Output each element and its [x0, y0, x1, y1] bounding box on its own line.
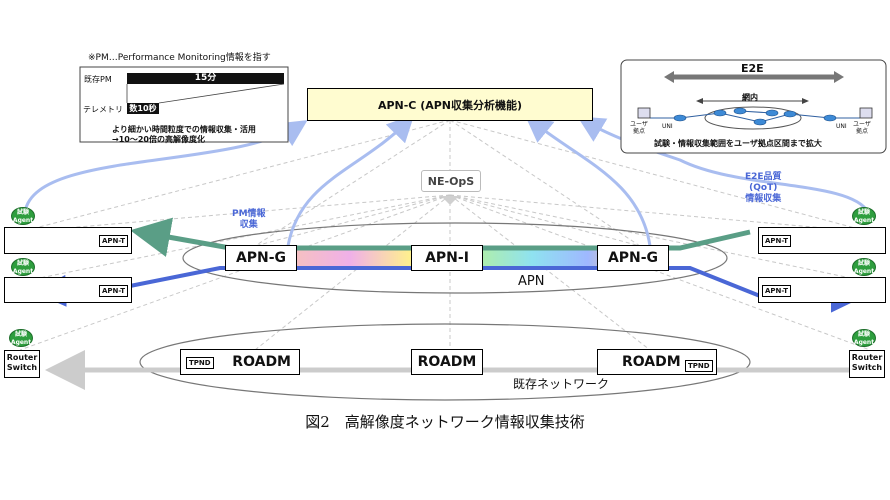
e2e-label: E2E — [741, 62, 764, 75]
inset-right-caption: 試験・情報収集範囲をユーザ拠点区間まで拡大 — [654, 139, 822, 148]
apn-t-right-2: APN-T — [762, 285, 792, 297]
uni-left: UNI — [662, 123, 673, 130]
figure-caption: 図2 高解像度ネットワーク情報収集技術 — [305, 413, 585, 431]
tpnd-right: TPND — [685, 360, 713, 372]
apn-g-right: APN-G — [597, 245, 669, 271]
inset-caption-2: →10～20倍の高解像度化 — [112, 135, 205, 144]
network-inner-label: 網内 — [742, 93, 758, 102]
ne-ops-box: NE-OpS — [421, 170, 481, 192]
apn-i: APN-I — [411, 245, 483, 271]
pm-note: ※PM…Performance Monitoring情報を指す — [88, 53, 271, 63]
inset-caption-1: より細かい時間粒度での情報収集・活用 — [112, 125, 256, 134]
apn-g-left: APN-G — [225, 245, 297, 271]
user-site-left: ユーザ 拠点 — [630, 121, 648, 135]
roadm-left-label: ROADM — [232, 354, 291, 370]
tpnd-left: TPND — [186, 357, 214, 369]
e2e-collect-label: E2E品質 (QoT) 情報収集 — [745, 172, 782, 204]
agent-left-3: 試験 Agent — [9, 329, 33, 347]
roadm-mid: ROADM — [411, 349, 483, 375]
apn-t-left-1: APN-T — [99, 235, 129, 247]
existing-pm-label: 既存PM — [84, 75, 112, 84]
telemetry-value: 数10秒 — [129, 104, 157, 113]
agent-left-1: 試験 Agent — [11, 207, 35, 225]
legacy-network-label: 既存ネットワーク — [513, 377, 610, 391]
uni-right: UNI — [836, 123, 847, 130]
roadm-right-label: ROADM — [622, 354, 681, 370]
endpoint-left-2 — [4, 277, 132, 303]
apn-t-right-1: APN-T — [762, 235, 792, 247]
agent-left-2: 試験 Agent — [11, 258, 35, 276]
apn-label: APN — [518, 274, 545, 289]
user-site-right: ユーザ 拠点 — [853, 121, 871, 135]
agent-right-1: 試験 Agent — [852, 207, 876, 225]
router-switch-right: Router Switch — [849, 350, 885, 378]
apn-c-box: APN-C (APN収集分析機能) — [307, 88, 593, 121]
agent-right-2: 試験 Agent — [852, 258, 876, 276]
existing-pm-value: 15分 — [194, 73, 217, 83]
pm-collect-label: PM情報 収集 — [232, 209, 266, 230]
router-switch-left: Router Switch — [4, 350, 40, 378]
apn-t-left-2: APN-T — [99, 285, 129, 297]
agent-right-3: 試験 Agent — [852, 329, 876, 347]
telemetry-label: テレメトリ — [83, 105, 123, 114]
